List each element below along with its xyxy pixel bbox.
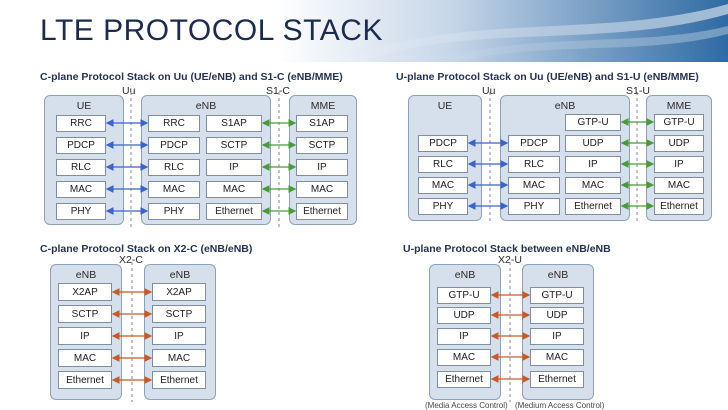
subtitle-uplane-enb: U-plane Protocol Stack between eNB/eNB [403,243,611,255]
interface-label-x2c: X2-C [119,254,143,266]
layer-ip: IP [206,159,262,176]
interface-label-s1u: S1-U [626,85,650,97]
layer-ip: IP [437,328,491,345]
title-banner: LTE PROTOCOL STACK [0,0,728,62]
entity-label-enb: eNB [169,269,191,281]
layer-ip: IP [530,328,584,345]
layer-udp: UDP [654,135,704,152]
layer-rrc: RRC [148,115,200,132]
layer-pdcp: PDCP [418,135,468,152]
layer-ip: IP [654,156,704,173]
layer-mac: MAC [206,181,262,198]
layer-ip: IP [296,159,348,176]
layer-sctp: SCTP [58,305,112,323]
layer-mac: MAC [58,349,112,367]
links-x2c [111,288,153,384]
layer-gtp-u: GTP-U [530,287,584,304]
layer-rlc: RLC [56,159,106,176]
layer-ethernet: Ethernet [206,203,262,220]
layer-ethernet: Ethernet [565,198,621,215]
layer-gtp-u: GTP-U [565,114,621,131]
layer-udp: UDP [565,135,621,152]
layer-ethernet: Ethernet [296,203,348,220]
layer-phy: PHY [508,198,560,215]
interface-label-uu: Uu [122,85,136,97]
layer-mac: MAC [565,177,621,194]
interface-dividers [130,92,638,402]
page-title: LTE PROTOCOL STACK [40,14,383,47]
layer-mac: MAC [530,349,584,366]
note-media-access-control: (Media Access Control) [425,401,508,410]
note-medium-access-control: (Medium Access Control) [515,401,605,410]
entity-label-ue: UE [76,100,92,112]
layer-ip: IP [565,156,621,173]
layer-pdcp: PDCP [508,135,560,152]
layer-sctp: SCTP [296,137,348,154]
layer-ethernet: Ethernet [58,371,112,389]
layer-mac: MAC [508,177,560,194]
links-uu-uplane [467,139,509,210]
layer-pdcp: PDCP [56,137,106,154]
layer-mac: MAC [152,349,206,367]
layer-mac: MAC [296,181,348,198]
layer-ethernet: Ethernet [654,198,704,215]
layer-gtp-u: GTP-U [437,287,491,304]
layer-udp: UDP [530,307,584,324]
links-s1c [261,119,297,215]
layer-rlc: RLC [508,156,560,173]
layer-s1ap: S1AP [206,115,262,132]
layer-sctp: SCTP [152,305,206,323]
layer-mac: MAC [56,181,106,198]
entity-label-mme: MME [310,100,336,112]
layer-phy: PHY [148,203,200,220]
layer-rlc: RLC [418,156,468,173]
layer-x2ap: X2AP [58,283,112,301]
layer-udp: UDP [437,307,491,324]
entity-label-ue: UE [437,100,453,112]
layer-rlc: RLC [148,159,200,176]
links-uu-cplane [105,119,149,215]
interface-label-x2u: X2-U [498,254,522,266]
subtitle-cplane-x2c: C-plane Protocol Stack on X2-C (eNB/eNB) [40,243,253,255]
layer-mac: MAC [418,177,468,194]
layer-mac: MAC [437,349,491,366]
layer-s1ap: S1AP [296,115,348,132]
layer-ethernet: Ethernet [152,371,206,389]
entity-label-enb: eNB [195,100,217,112]
interface-label-uu: Uu [482,85,496,97]
layer-ip: IP [58,327,112,345]
layer-x2ap: X2AP [152,283,206,301]
layer-ethernet: Ethernet [437,371,491,388]
subtitle-uplane-uu-s1u: U-plane Protocol Stack on Uu (UE/eNB) an… [396,71,699,83]
layer-sctp: SCTP [206,137,262,154]
entity-label-enb: eNB [75,269,97,281]
links-x2u [490,291,531,383]
layer-pdcp: PDCP [148,137,200,154]
interface-label-s1c: S1-C [266,85,290,97]
layer-phy: PHY [56,203,106,220]
banner-background [0,0,728,62]
layer-rrc: RRC [56,115,106,132]
layer-phy: PHY [418,198,468,215]
subtitle-cplane-uu-s1c: C-plane Protocol Stack on Uu (UE/eNB) an… [40,71,343,83]
layer-mac: MAC [654,177,704,194]
links-s1u [620,118,655,210]
layer-gtp-u: GTP-U [654,114,704,131]
layer-mac: MAC [148,181,200,198]
layer-ethernet: Ethernet [530,371,584,388]
entity-label-enb: eNB [554,100,576,112]
entity-label-enb: eNB [454,269,476,281]
entity-label-mme: MME [666,100,692,112]
layer-ip: IP [152,327,206,345]
entity-label-enb: eNB [547,269,569,281]
